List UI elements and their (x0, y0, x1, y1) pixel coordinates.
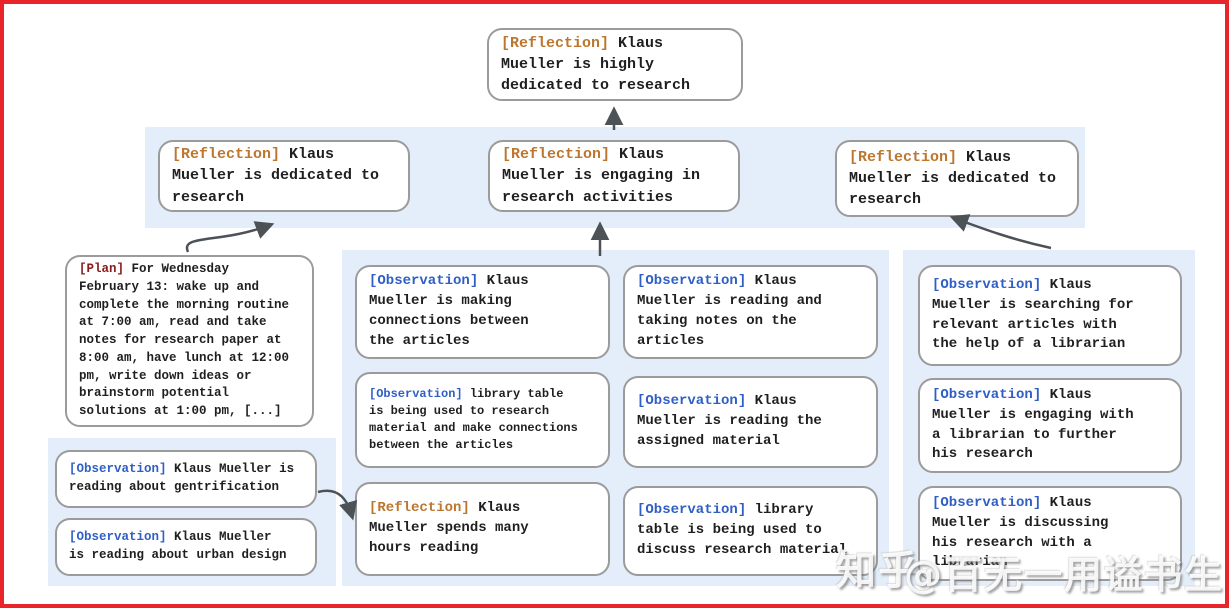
node-body: library table is being used to discuss r… (637, 502, 848, 558)
node-text: [Observation] Klaus Mueller is reading t… (637, 392, 822, 452)
node-text: [Reflection] Klaus Mueller is dedicated … (849, 147, 1056, 211)
node-observation-connections: [Observation] Klaus Mueller is making co… (355, 265, 610, 359)
node-text: [Reflection] Klaus Mueller is highly ded… (501, 33, 690, 97)
node-body: For Wednesday February 13: wake up and c… (79, 262, 290, 419)
observation-tag: [Observation] (369, 386, 463, 401)
reflection-tag: [Reflection] (172, 146, 281, 164)
node-text: [Plan] For Wednesday February 13: wake u… (79, 261, 289, 421)
observation-tag: [Observation] (637, 273, 747, 290)
observation-tag: [Observation] (932, 276, 1042, 293)
observation-tag: [Observation] (637, 393, 747, 410)
observation-tag: [Observation] (932, 386, 1042, 403)
node-observation-searching-articles: [Observation] Klaus Mueller is searching… (918, 265, 1182, 366)
arrow-plan-to-left-reflection (185, 221, 275, 253)
node-observation-discussing-research: [Observation] Klaus Mueller is discussin… (918, 486, 1182, 581)
node-body: Klaus Mueller is discussing his research… (932, 494, 1109, 571)
node-text: [Reflection] Klaus Mueller is dedicated … (172, 144, 379, 208)
observation-tag: [Observation] (932, 494, 1042, 511)
node-text: [Observation] Klaus Mueller is reading a… (637, 272, 822, 352)
observation-tag: [Observation] (637, 502, 747, 519)
node-reflection-right: [Reflection] Klaus Mueller is dedicated … (835, 140, 1079, 217)
node-body: Klaus Mueller is searching for relevant … (932, 276, 1134, 353)
node-plan: [Plan] For Wednesday February 13: wake u… (65, 255, 314, 427)
node-body: Klaus Mueller is engaging in research ac… (502, 146, 701, 206)
node-body: Klaus Mueller spends many hours reading (369, 500, 529, 556)
observation-tag: [Observation] (369, 273, 479, 290)
reflection-tag: [Reflection] (849, 148, 958, 166)
node-reflection-middle: [Reflection] Klaus Mueller is engaging i… (488, 140, 740, 212)
node-observation-library-table-research: [Observation] library table is being use… (355, 372, 610, 468)
observation-tag: [Observation] (69, 530, 167, 545)
node-text: [Reflection] Klaus Mueller spends many h… (369, 499, 529, 559)
node-body: Klaus Mueller is reading and taking note… (637, 273, 822, 349)
node-observation-urban-design: [Observation] Klaus Mueller is reading a… (55, 518, 317, 576)
node-text: [Observation] Klaus Mueller is making co… (369, 272, 529, 352)
node-body: Klaus Mueller is dedicated to research (849, 148, 1057, 209)
node-reflection-hours-reading: [Reflection] Klaus Mueller spends many h… (355, 482, 610, 576)
node-text: [Observation] Klaus Mueller is reading a… (69, 529, 287, 565)
node-root-reflection: [Reflection] Klaus Mueller is highly ded… (487, 28, 743, 101)
node-text: [Observation] library table is being use… (369, 386, 578, 454)
node-text: [Reflection] Klaus Mueller is engaging i… (502, 144, 700, 208)
plan-tag: [Plan] (79, 262, 125, 277)
node-body: Klaus Mueller is highly dedicated to res… (501, 34, 691, 95)
node-observation-engaging-librarian: [Observation] Klaus Mueller is engaging … (918, 378, 1182, 473)
node-text: [Observation] Klaus Mueller is reading a… (69, 461, 294, 497)
reflection-tag: [Reflection] (369, 500, 470, 517)
node-observation-library-table-discuss: [Observation] library table is being use… (623, 486, 878, 576)
node-observation-assigned-material: [Observation] Klaus Mueller is reading t… (623, 376, 878, 468)
node-body: library table is being used to research … (369, 386, 578, 453)
node-body: Klaus Mueller is making connections betw… (369, 273, 529, 349)
node-body: Klaus Mueller is reading about gentrific… (69, 462, 295, 494)
node-body: Klaus Mueller is engaging with a librari… (932, 386, 1134, 463)
node-text: [Observation] Klaus Mueller is searching… (932, 276, 1134, 356)
node-text: [Observation] library table is being use… (637, 501, 847, 561)
node-body: Klaus Mueller is dedicated to research (172, 146, 380, 206)
node-text: [Observation] Klaus Mueller is discussin… (932, 494, 1108, 574)
node-observation-taking-notes: [Observation] Klaus Mueller is reading a… (623, 265, 878, 359)
reflection-tag: [Reflection] (501, 34, 610, 52)
reflection-tag: [Reflection] (502, 146, 611, 164)
node-text: [Observation] Klaus Mueller is engaging … (932, 386, 1134, 466)
node-body: Klaus Mueller is reading the assigned ma… (637, 393, 822, 449)
observation-tag: [Observation] (69, 462, 167, 477)
node-body: Klaus Mueller is reading about urban des… (69, 530, 287, 562)
node-reflection-left: [Reflection] Klaus Mueller is dedicated … (158, 140, 410, 212)
node-observation-gentrification: [Observation] Klaus Mueller is reading a… (55, 450, 317, 508)
